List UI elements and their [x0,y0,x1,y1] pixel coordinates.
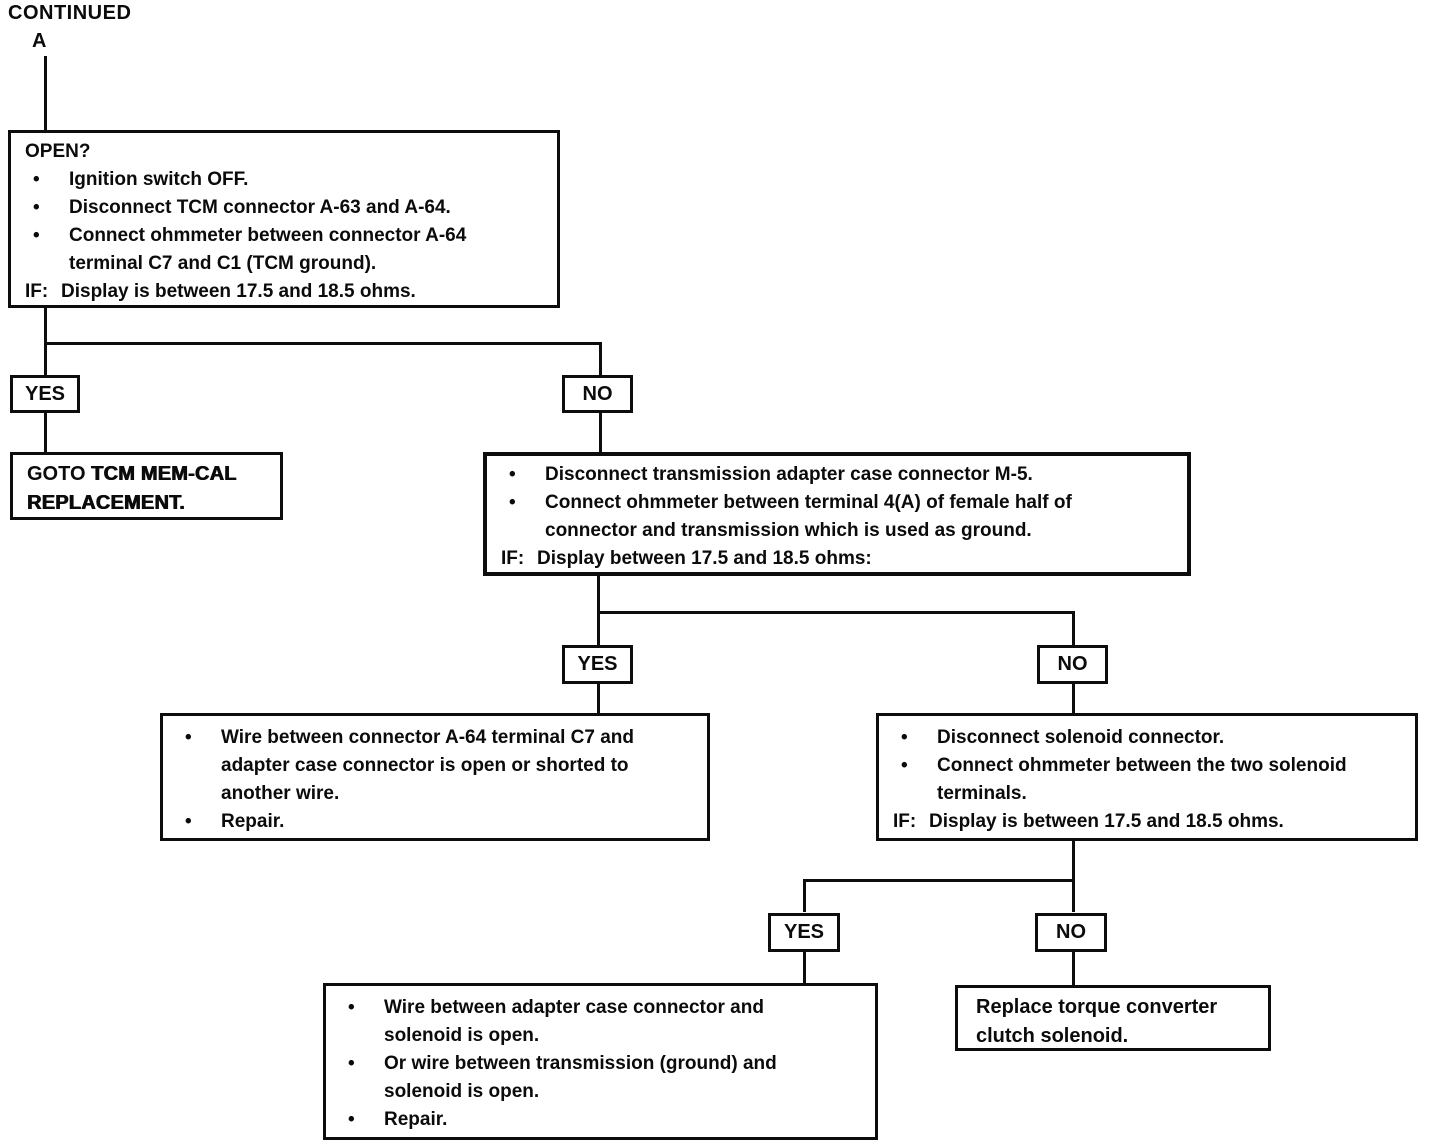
bullet-text: Repair. [384,1109,448,1130]
connector-line-no3-to-replace [1072,952,1075,985]
connector-line-solenoid-down [1072,841,1075,882]
flow-node-wire-solenoid-repair: • Wire between adapter case connector an… [323,983,878,1140]
connector-a-label: A [32,30,47,52]
bullet-icon: • [185,811,192,832]
bullet-text: Ignition switch OFF. [69,169,249,190]
list-item: • Disconnect transmission adapter case c… [501,461,1179,489]
decision-text: YES [577,653,618,675]
list-item: • Repair. [177,808,699,836]
list-item: • Disconnect TCM connector A-63 and A-64… [25,194,549,222]
condition-text: Display between 17.5 and 18.5 ohms: [537,548,872,569]
connector-line-to-no3 [1072,881,1075,912]
bullet-text: Repair. [221,811,285,832]
connector-line-branch1-horizontal [44,342,602,345]
decision-label-yes-1: YES [10,375,80,413]
flow-node-replace-solenoid: Replace torque converter clutch solenoid… [955,985,1271,1051]
bullet-icon: • [185,727,192,748]
bullet-text: Connect ohmmeter between the two solenoi… [937,755,1347,804]
bullet-text: Connect ohmmeter between terminal 4(A) o… [545,492,1072,541]
list-item: • Or wire between transmission (ground) … [340,1050,867,1106]
connector-line-to-yes1 [44,344,47,375]
connector-line-open-down [44,308,47,345]
list-item: • Connect ohmmeter between the two solen… [893,752,1407,808]
bullet-icon: • [901,755,908,776]
decision-label-yes-2: YES [562,645,633,684]
bullet-icon: • [509,492,516,513]
connector-line-yes3-to-repair [803,952,806,983]
connector-line-yes1-to-goto [44,412,47,452]
condition-row: IF: Display is between 17.5 and 18.5 ohm… [25,278,549,306]
connector-line-to-yes2 [597,613,600,645]
flow-node-goto-replacement: GOTO TCM MEM-CAL REPLACEMENT. [10,452,283,520]
decision-label-no-1: NO [562,375,633,413]
bullet-icon: • [348,997,355,1018]
bullet-text: Wire between connector A-64 terminal C7 … [221,727,634,804]
decision-text: NO [582,382,613,405]
bullet-icon: • [509,464,516,485]
bullet-text: Disconnect solenoid connector. [937,727,1225,748]
bullet-text: Disconnect transmission adapter case con… [545,464,1033,485]
bullet-text: Wire between adapter case connector and … [384,997,764,1046]
condition-label: IF: [25,281,49,302]
goto-text: GOTO TCM MEM-CAL REPLACEMENT. [27,460,272,518]
list-item: • Repair. [340,1106,867,1134]
bullet-icon: • [348,1109,355,1130]
condition-label: IF: [893,811,917,832]
connector-line-to-yes3 [803,881,806,912]
condition-row: IF: Display between 17.5 and 18.5 ohms: [501,545,1179,573]
condition-text: Display is between 17.5 and 18.5 ohms. [61,281,416,302]
list-item: • Disconnect solenoid connector. [893,724,1407,752]
condition-label: IF: [501,548,525,569]
list-item: • Wire between adapter case connector an… [340,994,867,1050]
list-item: • Ignition switch OFF. [25,166,549,194]
list-item: • Connect ohmmeter between connector A-6… [25,222,549,278]
list-item: • Connect ohmmeter between terminal 4(A)… [501,489,1179,545]
decision-text: YES [24,382,66,405]
goto-prefix: GOTO [27,463,92,485]
connector-line-to-no1 [599,344,602,375]
condition-row: IF: Display is between 17.5 and 18.5 ohm… [893,808,1407,836]
flow-node-wire-a64-repair: • Wire between connector A-64 terminal C… [160,713,710,841]
connector-line-yes2-to-wire [597,684,600,713]
connector-line-to-no2 [1072,613,1075,645]
decision-label-no-2: NO [1037,645,1108,684]
node-title: OPEN? [25,141,91,162]
condition-text: Display is between 17.5 and 18.5 ohms. [929,811,1284,832]
bullet-icon: • [901,727,908,748]
bullet-text: Or wire between transmission (ground) an… [384,1053,777,1102]
list-item: • Wire between connector A-64 terminal C… [177,724,699,808]
decision-label-no-3: NO [1035,913,1107,952]
decision-text: NO [1057,653,1088,675]
continued-label: CONTINUED [8,2,132,24]
flow-node-solenoid-check: • Disconnect solenoid connector. • Conne… [876,713,1418,841]
bullet-icon: • [33,225,40,246]
decision-text: NO [1056,921,1086,943]
bullet-icon: • [348,1053,355,1074]
bullet-text: Connect ohmmeter between connector A-64 … [69,225,467,274]
connector-line-branch2-horizontal [597,611,1075,614]
flow-node-open-check: OPEN? • Ignition switch OFF. • Disconnec… [8,130,560,308]
goto-strong: TCM MEM-CAL REPLACEMENT. [27,463,237,514]
node-text: Replace torque converter clutch solenoid… [976,996,1218,1047]
connector-line-no1-to-adapter [599,412,602,452]
flow-node-adapter-check: • Disconnect transmission adapter case c… [483,452,1191,576]
connector-line-adapter-down [597,576,600,614]
connector-line-branch3-horizontal [803,879,1075,882]
bullet-text: Disconnect TCM connector A-63 and A-64. [69,197,451,218]
connector-line-a-to-open [44,56,47,130]
bullet-icon: • [33,169,40,190]
connector-line-no2-to-solenoid [1072,684,1075,713]
decision-label-yes-3: YES [768,913,840,952]
decision-text: YES [783,921,825,943]
bullet-icon: • [33,197,40,218]
